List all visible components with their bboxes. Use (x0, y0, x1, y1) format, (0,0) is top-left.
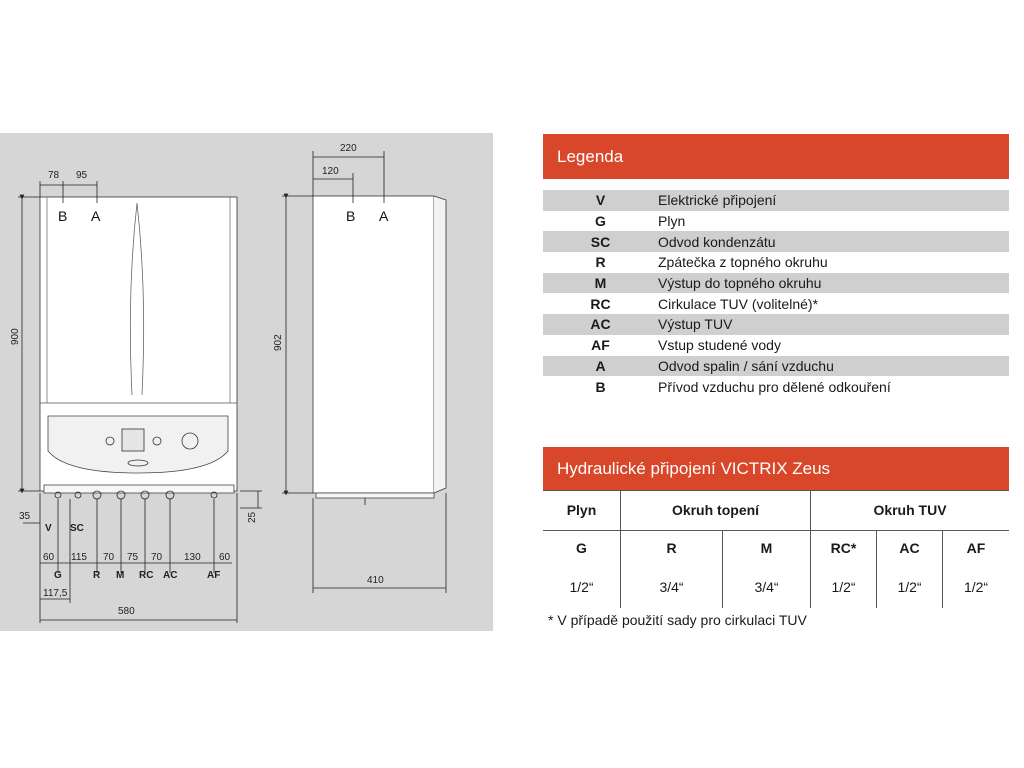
legend-row: AF Vstup studené vody (543, 335, 1009, 356)
legend-code: B (595, 378, 606, 395)
front-dim-95: 95 (76, 170, 88, 181)
conn-label-r: R (93, 570, 101, 581)
side-height-label: 902 (273, 334, 284, 351)
group-okruh-topeni: Okruh topení (671, 502, 760, 518)
legend-code: RC (590, 295, 611, 312)
legend-desc: Vstup studené vody (658, 337, 781, 354)
legend-row: B Přívod vzduchu pro dělené odkouření (543, 376, 1009, 397)
front-dim-78: 78 (48, 170, 60, 181)
hydraulic-table: Plyn Okruh topení Okruh TUV G R M RC* AC… (543, 490, 1009, 608)
conn-label-ac: AC (163, 570, 177, 581)
group-plyn: Plyn (566, 502, 597, 518)
conn-label-sc: SC (70, 523, 84, 534)
legend-row: RC Cirkulace TUV (volitelné)* (543, 293, 1009, 314)
legend-code: AC (543, 314, 658, 335)
spacing-60-a: 60 (43, 552, 55, 563)
spacing-70-b: 70 (151, 552, 163, 563)
legend-desc: Odvod kondenzátu (658, 231, 1009, 253)
front-label-b: B (58, 208, 67, 224)
code-ac: AC (899, 540, 920, 556)
front-view-boiler (39, 196, 238, 500)
conn-label-g: G (54, 570, 62, 581)
hydraulic-header: Hydraulické připojení VICTRIX Zeus (543, 447, 1009, 490)
size-af: 1/2“ (963, 579, 989, 595)
code-m: M (760, 540, 773, 556)
code-af: AF (966, 540, 986, 556)
hydraulic-title: Hydraulické připojení VICTRIX Zeus (557, 458, 831, 478)
legend-code: AF (591, 337, 610, 354)
legend-code: V (543, 190, 658, 211)
front-height-label: 900 (10, 328, 21, 345)
spacing-70-a: 70 (103, 552, 115, 563)
legend-code: A (543, 355, 658, 377)
conn-label-m: M (116, 570, 124, 581)
boiler-dimension-drawing: 78 95 B A 900 35 25 V SC 60 115 70 75 70… (10, 143, 447, 623)
conn-label-af: AF (207, 570, 220, 581)
technical-drawing: 78 95 B A 900 35 25 V SC 60 115 70 75 70… (0, 133, 493, 631)
legend-code: SC (543, 231, 658, 253)
legend-code: R (595, 254, 606, 271)
legend-row: R Zpátečka z topného okruhu (543, 252, 1009, 273)
legend-desc: Cirkulace TUV (volitelné)* (658, 295, 819, 312)
legend-title: Legenda (557, 146, 624, 166)
group-okruh-tuv: Okruh TUV (873, 502, 947, 518)
side-depth-label: 410 (367, 575, 384, 586)
code-r: R (666, 540, 677, 556)
code-g: G (576, 540, 587, 556)
legend-desc: Zpátečka z topného okruhu (658, 254, 828, 271)
legend-desc: Odvod spalin / sání vzduchu (658, 355, 1009, 377)
legend-desc: Elektrické připojení (658, 190, 1009, 211)
front-width-label: 580 (118, 606, 135, 617)
front-dim-35: 35 (19, 511, 31, 522)
side-dim-220: 220 (340, 143, 357, 154)
spacing-60-b: 60 (219, 552, 231, 563)
code-rc: RC* (830, 540, 857, 556)
front-dim-25: 25 (247, 511, 258, 523)
spacing-115: 115 (71, 552, 87, 563)
legend-row: G Plyn (543, 211, 1009, 232)
conn-label-rc: RC (139, 570, 153, 581)
legend-desc: Výstup TUV (658, 314, 1009, 335)
hydraulic-footnote: * V případě použití sady pro cirkulaci T… (548, 612, 807, 628)
spacing-75: 75 (127, 552, 139, 563)
size-rc: 1/2“ (831, 579, 856, 595)
spacing-130: 130 (184, 552, 201, 563)
legend-code: M (543, 272, 658, 294)
size-m: 3/4“ (754, 579, 779, 595)
legend-desc: Plyn (658, 213, 686, 230)
legend-header: Legenda (543, 134, 1009, 179)
side-view-boiler (312, 195, 447, 505)
side-label-b: B (346, 208, 355, 224)
side-dim-120: 120 (322, 166, 339, 177)
size-r: 3/4“ (659, 579, 684, 595)
legend-desc: Výstup do topného okruhu (658, 272, 1009, 294)
side-label-a: A (379, 208, 389, 224)
legend-code: G (595, 213, 606, 230)
legend-desc: Přívod vzduchu pro dělené odkouření (658, 378, 891, 395)
size-ac: 1/2“ (897, 579, 922, 595)
front-dim-117-5: 117,5 (43, 588, 68, 599)
size-g: 1/2“ (569, 579, 594, 595)
front-label-a: A (91, 208, 101, 224)
conn-label-v: V (45, 523, 52, 534)
